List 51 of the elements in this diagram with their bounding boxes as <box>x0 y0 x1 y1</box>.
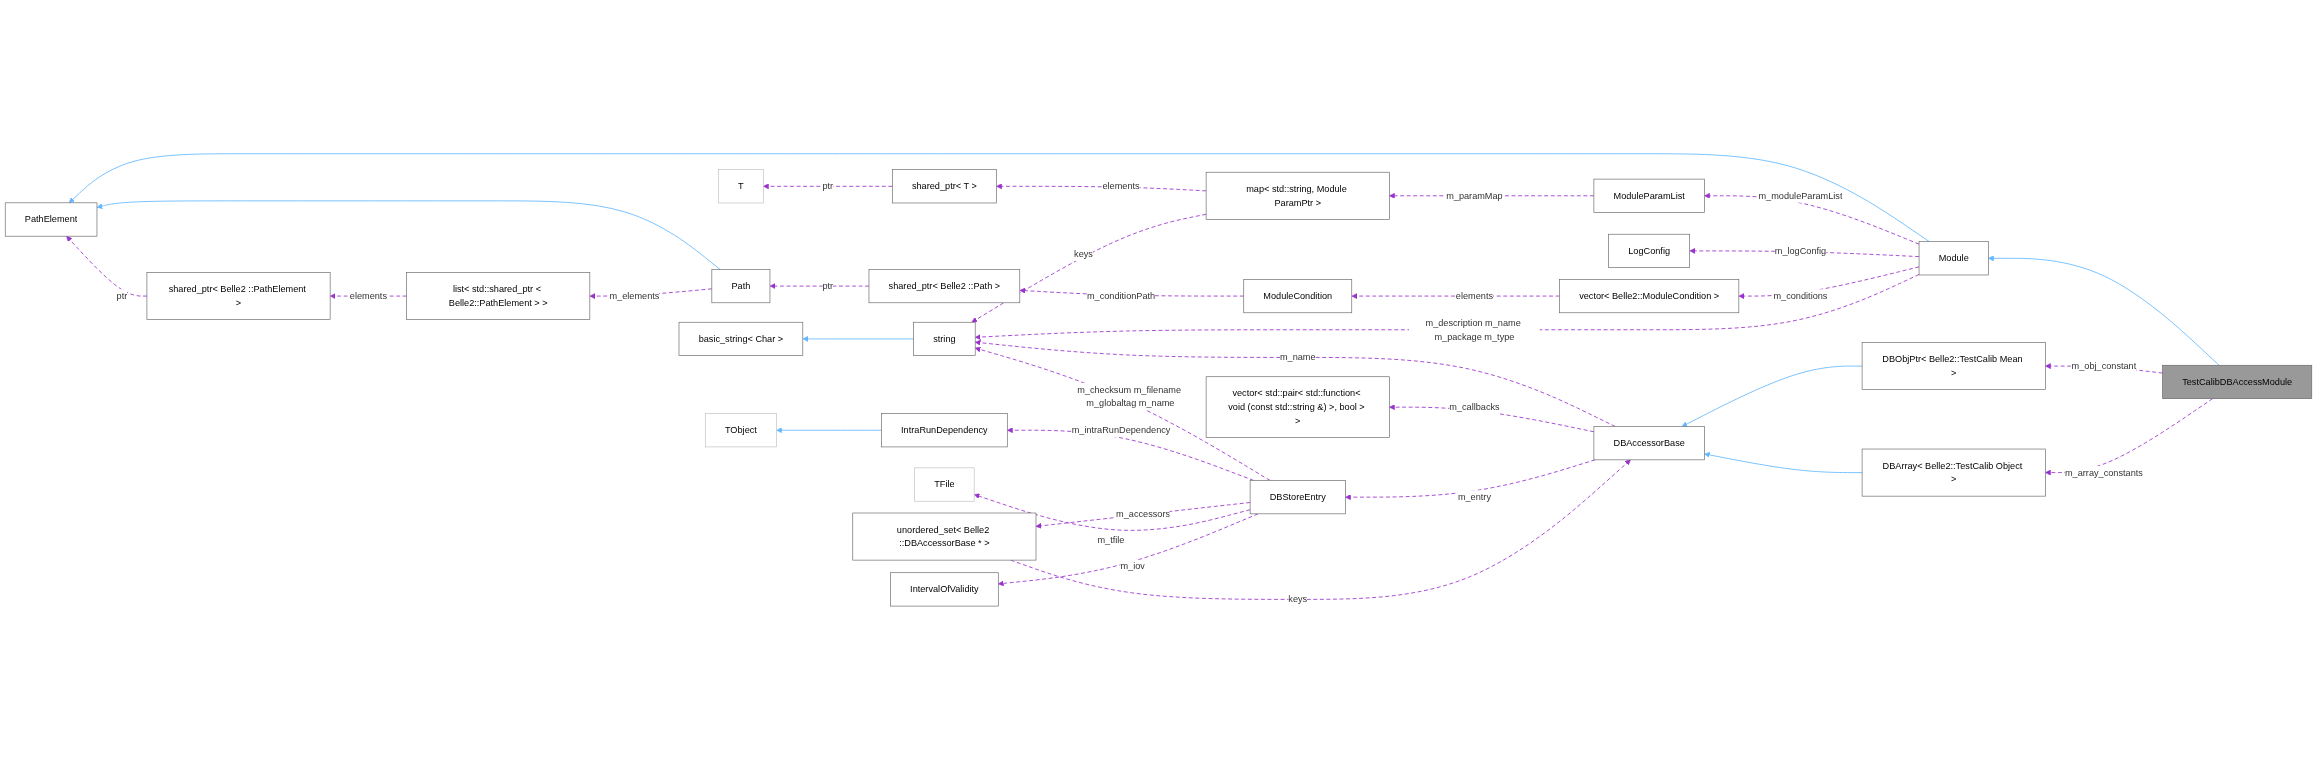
node-box: basic_string< Char > <box>678 321 804 356</box>
node-box: vector< std::pair< std::function< void (const std::string &) >, bool > > <box>1205 376 1390 438</box>
edge-label: m_conditions <box>1773 290 1828 301</box>
node-box: shared_ptr< Belle2 ::PathElement > <box>146 272 331 320</box>
node-box: IntraRunDependency <box>881 413 1008 448</box>
edge-label: m_entry <box>1457 491 1491 503</box>
node-box: map< std::string, Module ParamPtr > <box>1205 171 1390 220</box>
edge-label: elements <box>1455 290 1494 301</box>
node-box: TFile <box>914 467 975 502</box>
node-box: TestCalibDBAccessModule <box>2162 364 2313 399</box>
edge-label: keys <box>1288 593 1308 605</box>
node-box: vector< Belle2::ModuleCondition > <box>1559 279 1740 314</box>
node-box: list< std::shared_ptr < Belle2::PathElement > > <box>406 272 591 320</box>
node-box: shared_ptr< T > <box>892 169 997 204</box>
node-box: Path <box>711 269 771 304</box>
node-box: TObject <box>705 413 777 448</box>
node-box: DBStoreEntry <box>1249 480 1346 515</box>
edge-label: keys <box>1074 248 1093 260</box>
edge-label: m_description m_name m_package m_type <box>1425 317 1521 342</box>
node-box: IntervalOfValidity <box>890 572 999 607</box>
node-box: Module <box>1918 241 1989 276</box>
edge-label: ptr <box>822 280 834 291</box>
edge-label: m_callbacks <box>1449 401 1500 413</box>
edge-label: m_moduleParamList <box>1758 190 1843 201</box>
node-box: shared_ptr< Belle2 ::Path > <box>868 269 1021 304</box>
edge-label: m_name <box>1279 351 1316 363</box>
edge-label: m_tfile <box>1097 534 1125 546</box>
node-box: string <box>913 321 976 356</box>
node-box: unordered_set< Belle2 ::DBAccessorBase * > <box>852 512 1037 561</box>
node-box: T <box>718 169 764 204</box>
node-box: DBObjPtr< Belle2::TestCalib Mean > <box>1861 342 2046 390</box>
edge-label: m_paramMap <box>1446 190 1503 201</box>
node-box: DBArray< Belle2::TestCalib Object > <box>1861 448 2046 497</box>
edge-label: m_iov <box>1120 560 1145 572</box>
edge-label: m_conditionPath <box>1086 290 1156 301</box>
edge-label: ptr <box>822 180 834 192</box>
edge-label: m_obj_constant <box>2071 360 2137 371</box>
node-box: LogConfig <box>1608 233 1690 268</box>
edge-label: m_accessors <box>1116 508 1171 520</box>
edge-label: ptr <box>116 290 128 301</box>
node-box: ModuleCondition <box>1243 279 1353 314</box>
edge-label: elements <box>1102 180 1140 192</box>
edge-label: m_elements <box>609 290 660 301</box>
edge-label: m_intraRunDependency <box>1071 424 1171 436</box>
node-box: PathElement <box>4 202 98 237</box>
edge-label: elements <box>349 290 387 301</box>
edge-label: m_array_constants <box>2064 467 2143 478</box>
edge-label: m_logConfig <box>1774 245 1827 256</box>
edge-label: m_checksum m_filename m_globaltag m_name <box>1077 384 1182 409</box>
node-box: ModuleParamList <box>1593 178 1705 213</box>
node-box: DBAccessorBase <box>1593 426 1705 461</box>
